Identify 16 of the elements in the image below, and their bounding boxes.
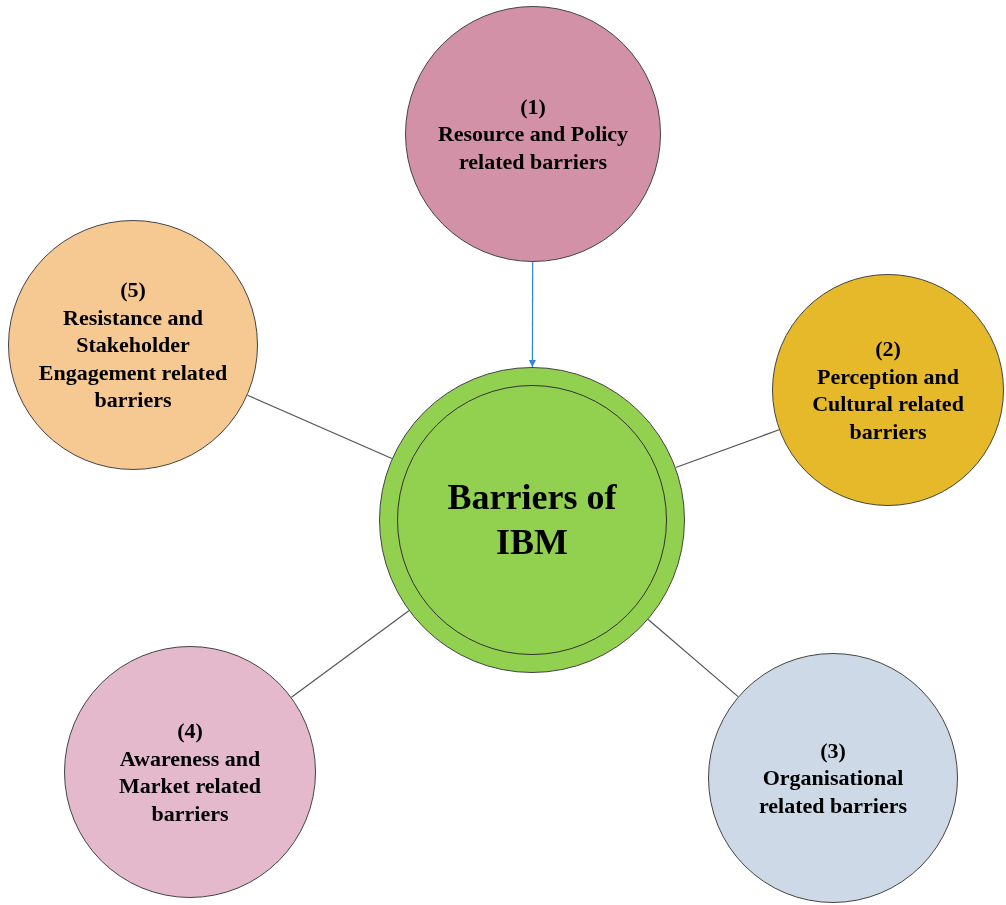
item-number: (1) xyxy=(520,92,546,121)
item-number: (4) xyxy=(177,717,203,745)
connector-line xyxy=(246,394,393,460)
barrier-label: Resistance and Stakeholder Engagement related barriers xyxy=(37,303,229,414)
center-title: Barriers of IBM xyxy=(446,476,618,564)
barrier-label: Awareness and Market related barriers xyxy=(118,744,262,827)
connector-line xyxy=(290,610,410,698)
barrier-label: Organisational related barriers xyxy=(757,764,908,820)
barrier-label: Perception and Cultural related barriers xyxy=(811,362,965,445)
item-number: (3) xyxy=(820,736,846,765)
connector-line xyxy=(647,618,739,698)
connector-line xyxy=(675,429,780,469)
barrier-label: Resource and Policy related barriers xyxy=(436,120,630,176)
arrow xyxy=(528,261,536,368)
item-number: (2) xyxy=(875,335,901,363)
item-number: (5) xyxy=(120,276,146,304)
